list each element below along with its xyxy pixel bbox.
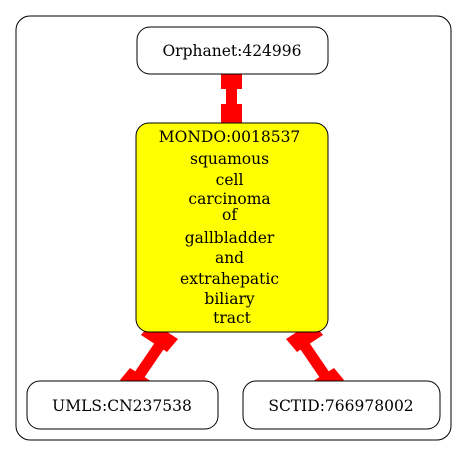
- node-mondo-line: tract: [213, 309, 252, 327]
- node-umls[interactable]: UMLS:CN237538: [26, 380, 219, 430]
- node-mondo-line: and: [215, 249, 244, 267]
- node-mondo-line: squamous: [190, 150, 269, 168]
- node-sctid[interactable]: SCTID:766978002: [242, 380, 441, 430]
- node-orphanet-label: Orphanet:424996: [162, 42, 301, 60]
- node-mondo-line: of: [222, 206, 238, 224]
- graph-cluster-frame: [15, 15, 452, 441]
- node-mondo-line: extrahepatic: [180, 270, 279, 288]
- node-mondo-line: carcinoma: [188, 190, 270, 208]
- node-mondo-line: MONDO:0018537: [159, 128, 301, 146]
- node-orphanet[interactable]: Orphanet:424996: [136, 26, 329, 75]
- node-mondo-line: gallbladder: [185, 229, 275, 247]
- edge-orphanet-mondo: [221, 69, 242, 126]
- node-mondo[interactable]: MONDO:0018537 squamous cell carcinoma of…: [135, 122, 329, 333]
- node-umls-label: UMLS:CN237538: [52, 397, 192, 415]
- node-mondo-line: biliary: [204, 290, 254, 308]
- node-mondo-label: MONDO:0018537 squamous cell carcinoma of…: [159, 128, 305, 327]
- node-sctid-label: SCTID:766978002: [268, 397, 413, 415]
- node-mondo-line: cell: [216, 171, 244, 189]
